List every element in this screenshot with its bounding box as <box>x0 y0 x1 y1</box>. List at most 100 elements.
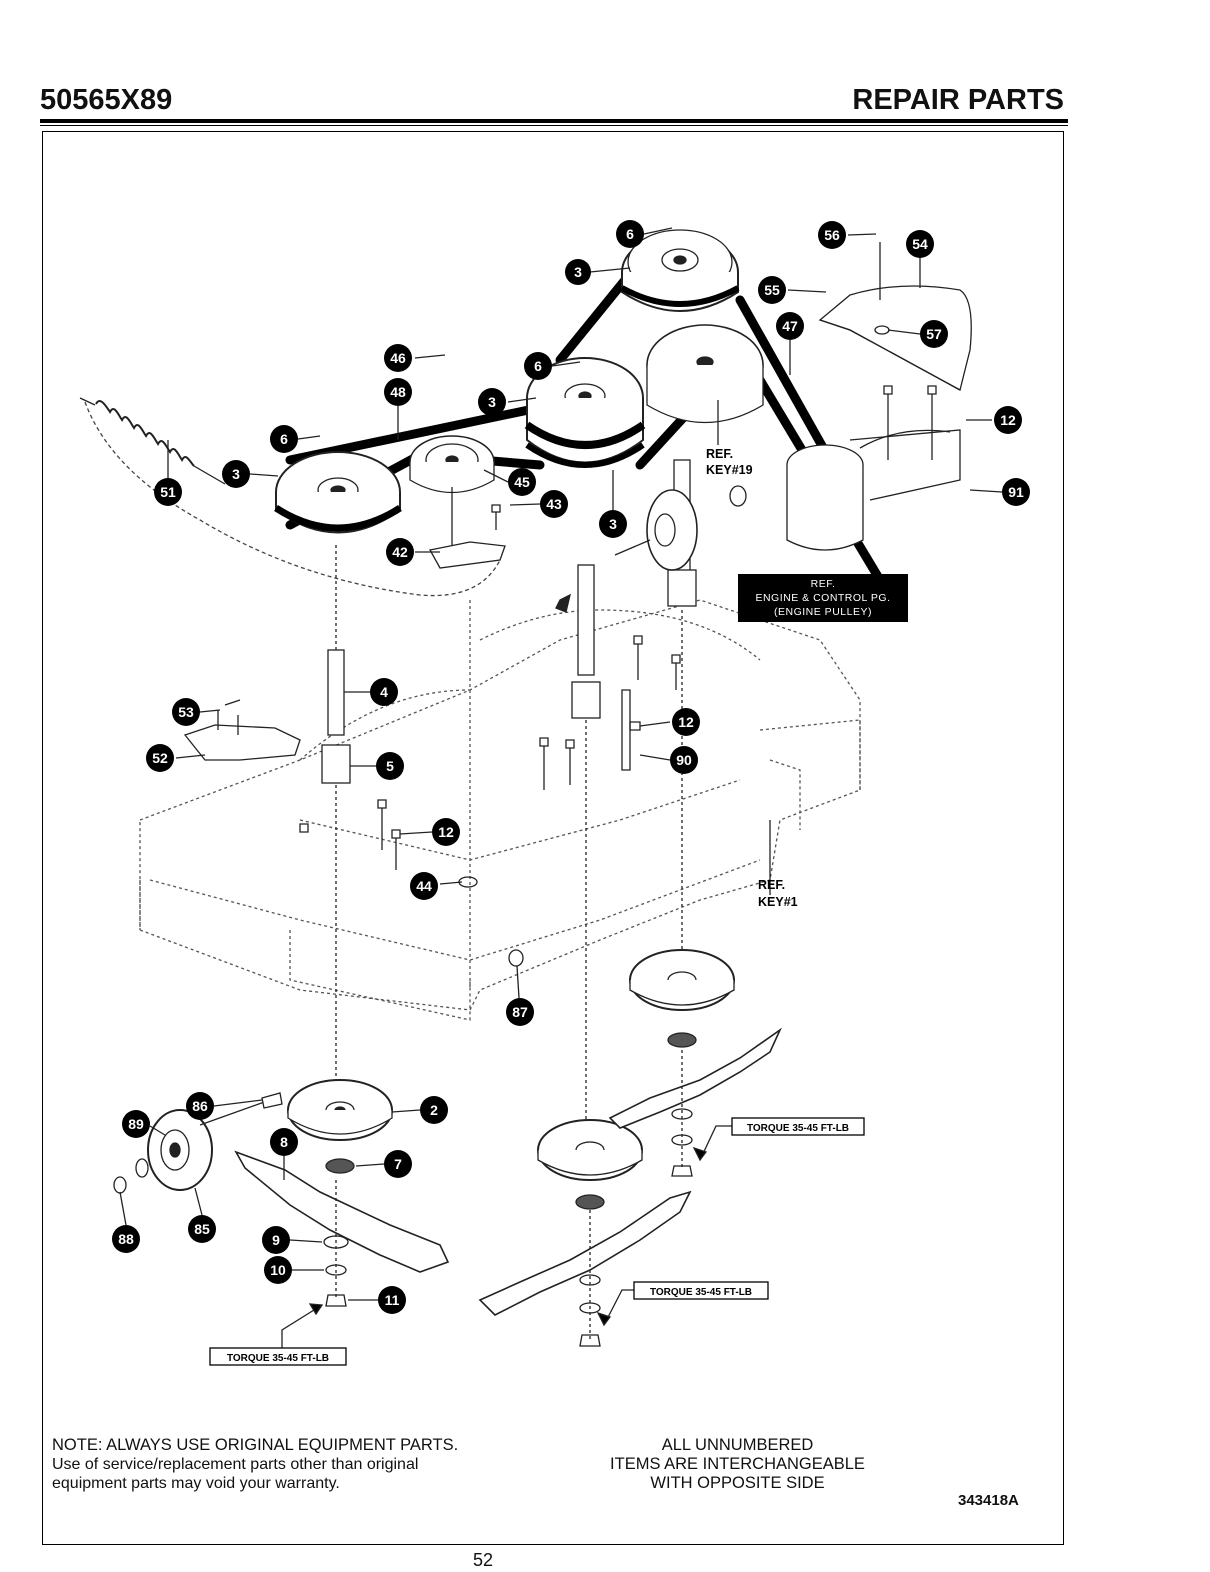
callout-86: 86 <box>186 1092 214 1120</box>
svg-text:12: 12 <box>1000 412 1016 428</box>
model-number: 50565X89 <box>40 84 173 116</box>
ref-key1-line2: KEY#1 <box>758 895 798 909</box>
mower-deck <box>139 599 861 1021</box>
svg-text:87: 87 <box>512 1004 528 1020</box>
svg-text:85: 85 <box>194 1221 210 1237</box>
callout-11: 11 <box>378 1286 406 1314</box>
callout-45: 45 <box>508 468 536 496</box>
svg-text:90: 90 <box>676 752 692 768</box>
svg-text:8: 8 <box>280 1134 288 1150</box>
blade-right <box>608 1027 782 1129</box>
ref-key19-line1: REF. <box>706 447 733 461</box>
callout-12: 12 <box>994 406 1022 434</box>
callout-2: 2 <box>420 1096 448 1124</box>
callout-9: 9 <box>262 1226 290 1254</box>
unnumbered-note: ALL UNNUMBERED ITEMS ARE INTERCHANGEABLE… <box>585 1436 890 1493</box>
svg-text:57: 57 <box>926 326 942 342</box>
svg-text:91: 91 <box>1008 484 1024 500</box>
hardware-center <box>579 1210 601 1347</box>
pulley-left <box>274 451 402 534</box>
engine-ref-line2: ENGINE & CONTROL PG. <box>755 592 890 604</box>
svg-text:4: 4 <box>380 684 388 700</box>
svg-text:53: 53 <box>178 704 194 720</box>
note-line1: NOTE: ALWAYS USE ORIGINAL EQUIPMENT PART… <box>52 1436 459 1454</box>
callout-48: 48 <box>384 378 412 406</box>
callout-57: 57 <box>920 320 948 348</box>
svg-text:6: 6 <box>534 358 542 374</box>
deck-wheel-front <box>113 1092 283 1194</box>
spindle-left <box>321 545 351 1090</box>
svg-text:3: 3 <box>574 264 582 280</box>
callout-5: 5 <box>376 752 404 780</box>
idler-spring <box>79 397 501 597</box>
callout-3: 3 <box>478 388 506 416</box>
engine-ref-line1: REF. <box>811 578 836 590</box>
callout-47: 47 <box>776 312 804 340</box>
callout-51: 51 <box>154 478 182 506</box>
svg-text:11: 11 <box>385 1292 400 1308</box>
svg-text:86: 86 <box>192 1098 208 1114</box>
callout-43: 43 <box>540 490 568 518</box>
callout-46: 46 <box>384 344 412 372</box>
svg-text:43: 43 <box>546 496 562 512</box>
hardware-right <box>671 1050 693 1177</box>
svg-text:10: 10 <box>270 1262 286 1278</box>
mounting-bolts <box>299 385 937 967</box>
svg-text:46: 46 <box>390 350 406 366</box>
engine-ref-line3: (ENGINE PULLEY) <box>774 606 872 618</box>
callout-6: 6 <box>524 352 552 380</box>
svg-text:52: 52 <box>152 750 168 766</box>
page-number: 52 <box>473 1550 494 1570</box>
callout-85: 85 <box>188 1215 216 1243</box>
callout-3: 3 <box>565 259 591 285</box>
engine-ref-box: REF. ENGINE & CONTROL PG. (ENGINE PULLEY… <box>738 574 908 622</box>
pulley-ref-key19 <box>646 324 764 424</box>
torque-label-left: TORQUE 35-45 FT-LB <box>227 1353 329 1364</box>
svg-text:45: 45 <box>514 474 530 490</box>
callout-90: 90 <box>670 746 698 774</box>
svg-text:12: 12 <box>438 824 454 840</box>
hardware-left <box>323 1180 349 1307</box>
callout-4: 4 <box>370 678 398 706</box>
svg-text:51: 51 <box>160 484 176 500</box>
idler-pulley <box>409 435 506 569</box>
callout-6: 6 <box>270 425 298 453</box>
blade-adapter-right <box>629 949 735 1048</box>
callout-6: 6 <box>616 220 644 248</box>
svg-text:3: 3 <box>609 516 617 532</box>
callout-91: 91 <box>1002 478 1030 506</box>
blade-center <box>478 1190 692 1316</box>
callout-56: 56 <box>818 221 846 249</box>
document-number: 343418A <box>958 1492 1019 1509</box>
svg-text:88: 88 <box>118 1231 134 1247</box>
leader-lines <box>119 227 1003 1301</box>
ref-labels: REF. KEY#19 REF. KEY#1 <box>706 447 798 909</box>
svg-text:54: 54 <box>912 236 928 252</box>
section-title: REPAIR PARTS <box>852 84 1064 116</box>
svg-text:44: 44 <box>416 878 432 894</box>
svg-text:42: 42 <box>392 544 408 560</box>
svg-text:9: 9 <box>272 1232 280 1248</box>
blade-adapter-left <box>287 1079 393 1174</box>
diagram-frame <box>42 131 1064 1545</box>
note-line2: Use of service/replacement parts other t… <box>52 1456 419 1473</box>
torque-label-center: TORQUE 35-45 FT-LB <box>650 1287 752 1298</box>
svg-text:48: 48 <box>390 384 406 400</box>
callout-12: 12 <box>432 818 460 846</box>
svg-text:3: 3 <box>488 394 496 410</box>
svg-text:47: 47 <box>782 318 798 334</box>
callout-3: 3 <box>222 460 250 488</box>
svg-text:6: 6 <box>626 226 634 242</box>
note-line3: equipment parts may void your warranty. <box>52 1475 340 1492</box>
callout-52: 52 <box>146 744 174 772</box>
callout-89: 89 <box>122 1110 150 1138</box>
header-rule-thick <box>40 119 1068 123</box>
callout-12: 12 <box>672 708 700 736</box>
belt-cover-left <box>183 699 301 761</box>
ref-key1-line1: REF. <box>758 878 785 892</box>
svg-text:89: 89 <box>128 1116 144 1132</box>
svg-text:6: 6 <box>280 431 288 447</box>
unnumbered-line1: ALL UNNUMBERED <box>661 1436 814 1454</box>
svg-text:7: 7 <box>394 1156 402 1172</box>
